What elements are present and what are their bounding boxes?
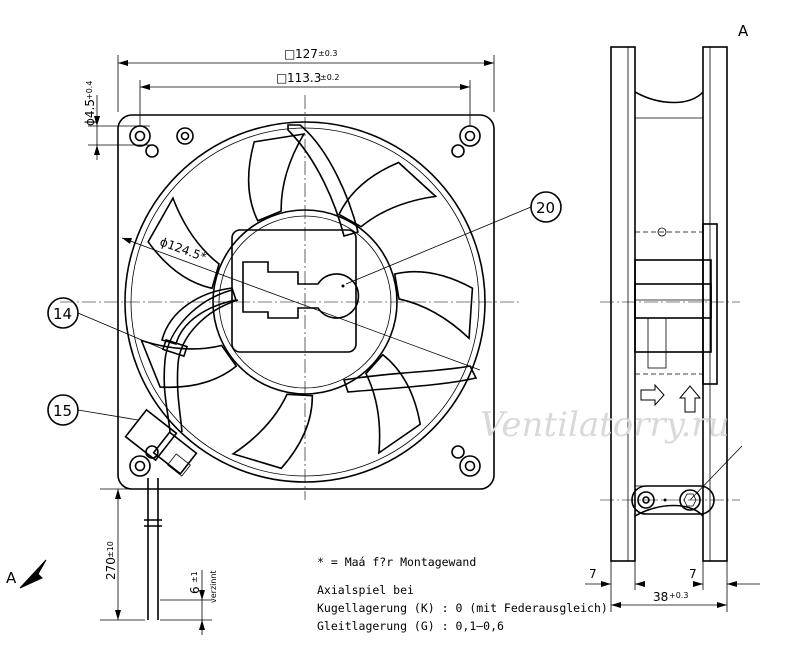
dim-strip-value: 6 xyxy=(188,586,202,594)
callout-14-label: 14 xyxy=(53,305,72,323)
dim-hole-spacing-value: 113.3 xyxy=(287,71,321,85)
view-a-arrow-label: A xyxy=(6,569,17,587)
rotation-arrow-icon xyxy=(678,385,702,413)
front-view xyxy=(60,95,520,620)
side-body-top xyxy=(634,91,704,104)
dim-side-left: 7 xyxy=(589,567,597,581)
cable-sleeve xyxy=(176,299,239,433)
side-body-bottom xyxy=(634,504,704,517)
axial-play-sleeve-bearing: Gleitlagerung (G) : 0,1–0,6 xyxy=(317,619,504,633)
view-arrow: A xyxy=(6,559,47,589)
fan-blade xyxy=(147,196,220,290)
fan-blade xyxy=(247,132,306,222)
diameter-line xyxy=(121,237,481,371)
dim-hole-dia-tol: +0.4 xyxy=(85,81,94,100)
dim-cable-length-value: 270 xyxy=(104,557,118,580)
callout-15: 15 xyxy=(47,394,139,426)
airflow-arrow-icon xyxy=(640,383,665,407)
axial-play-ball-bearing: Kugellagerung (K) : 0 (mit Federausgleic… xyxy=(317,601,608,615)
callouts: 20 14 15 xyxy=(47,191,562,426)
fan-blade xyxy=(231,393,314,470)
dim-hole-spacing-tol: ±0.2 xyxy=(320,73,339,82)
hub-center-dot xyxy=(341,284,345,288)
dim-strip-note: verzinnt xyxy=(209,570,218,603)
fan-blade xyxy=(140,339,238,389)
mounting-hole-br xyxy=(451,445,481,477)
cable-clip xyxy=(161,338,189,358)
side-bottom-holes xyxy=(631,445,743,515)
axial-play-title: Axialspiel bei xyxy=(317,583,414,597)
dim-hole-spacing-symbol: □ xyxy=(276,71,287,85)
cable xyxy=(163,289,233,433)
watermark: Ventilatorry.ru xyxy=(480,405,729,445)
hub-recess xyxy=(231,229,357,353)
dim-strip-tol: ±1 xyxy=(190,571,199,583)
callout-14: 14 xyxy=(47,297,171,353)
notes-block: * = Maá f?r Montagewand Axialspiel bei K… xyxy=(317,555,608,633)
label-plate xyxy=(242,261,360,319)
diameter-arrow xyxy=(122,238,132,244)
mounting-hole-tr xyxy=(451,125,481,158)
side-blade-outlines xyxy=(635,227,703,375)
dim-outer-symbol: □ xyxy=(284,47,295,61)
fan-blade xyxy=(338,161,438,228)
connector xyxy=(124,408,198,477)
mounting-hole-tl xyxy=(129,125,194,158)
right-flange xyxy=(702,46,728,562)
dim-side-right: 7 xyxy=(689,567,697,581)
dim-outer-tol: ±0.3 xyxy=(318,49,337,58)
strut-bottom-right xyxy=(342,365,478,393)
dim-depth-value: 38 xyxy=(653,590,668,604)
callout-20-label: 20 xyxy=(536,199,555,217)
dim-outer-value: 127 xyxy=(295,47,318,61)
asterisk-note: * = Maá f?r Montagewand xyxy=(317,555,476,569)
callout-15-label: 15 xyxy=(53,402,72,420)
strut-top xyxy=(287,124,359,237)
view-arrow-icon xyxy=(19,559,47,589)
view-a-label: A xyxy=(738,22,749,40)
fan-blade xyxy=(365,353,422,455)
dim-bore-dia: ϕ124.5* xyxy=(158,235,208,265)
left-flange xyxy=(610,46,636,562)
dim-depth-tol: +0.3 xyxy=(669,591,688,600)
lead-wires xyxy=(144,478,162,620)
side-view: A 7 7 38 +0.3 xyxy=(585,22,760,612)
dim-cable-length-tol: ±10 xyxy=(106,541,115,558)
fan-blades xyxy=(140,132,474,470)
side-shaft xyxy=(634,283,712,319)
callout-20: 20 xyxy=(345,191,562,285)
side-hub xyxy=(634,259,712,353)
dim-hole-dia-value: ϕ4.5 xyxy=(83,99,97,126)
fan-blade xyxy=(393,270,474,341)
